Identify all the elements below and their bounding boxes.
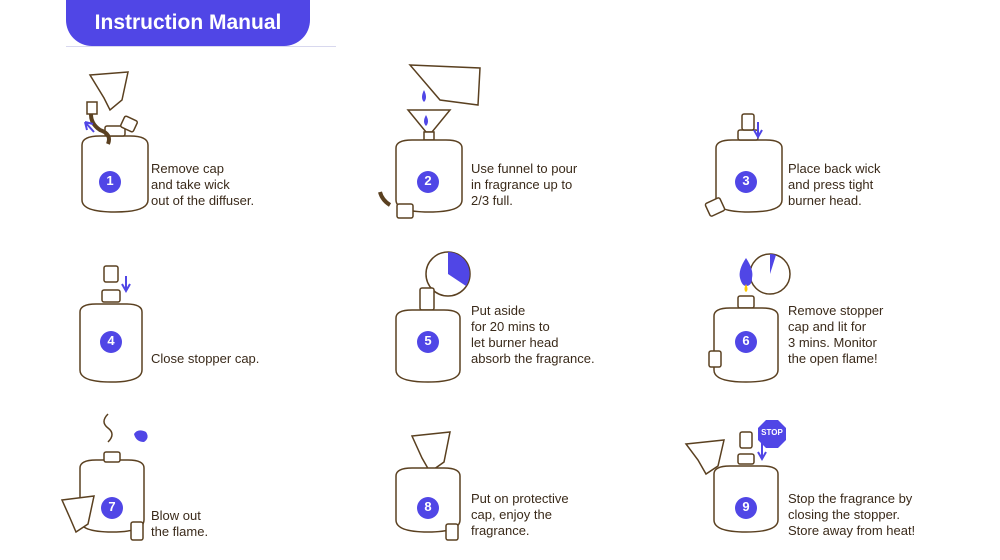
stop-sign-icon — [758, 420, 786, 448]
step-9: STOP 9 Stop the fragrance by closing the… — [680, 400, 980, 550]
step-7: 7 Blow out the flame. — [60, 400, 360, 550]
step-4-number: 4 — [107, 333, 115, 348]
step-5-number: 5 — [424, 333, 432, 348]
step-3-illustration — [704, 113, 783, 217]
step-3-number: 3 — [742, 173, 750, 188]
step-9-number: 9 — [742, 499, 750, 514]
step-7-illustration — [60, 413, 148, 541]
step-3-caption: Place back wick and press tight burner h… — [788, 161, 881, 208]
step-8-illustration — [395, 431, 461, 541]
timer-20-min-icon — [448, 252, 470, 286]
step-9-illustration — [684, 420, 786, 533]
step-6: 6 Remove stopper cap and lit for 3 mins.… — [680, 250, 980, 400]
step-8-caption: Put on protective cap, enjoy the fragran… — [471, 491, 569, 538]
step-7-caption: Blow out the flame. — [151, 508, 209, 539]
step-6-caption: Remove stopper cap and lit for 3 mins. M… — [788, 303, 884, 366]
step-6-number: 6 — [742, 333, 750, 348]
step-2-caption: Use funnel to pour in fragrance up to 2/… — [471, 161, 578, 208]
step-4-illustration — [79, 265, 143, 383]
header-divider — [66, 46, 336, 47]
step-5-caption: Put aside for 20 mins to let burner head… — [471, 303, 595, 366]
step-9-caption: Stop the fragrance by closing the stoppe… — [788, 491, 916, 538]
step-1-number: 1 — [106, 173, 114, 188]
step-2-illustration — [378, 64, 481, 219]
step-8-number: 8 — [424, 499, 432, 514]
step-4: 4 Close stopper cap. — [60, 250, 360, 400]
step-5-illustration — [395, 251, 471, 383]
lips-icon — [134, 430, 148, 442]
step-8: 8 Put on protective cap, enjoy the fragr… — [360, 400, 660, 550]
step-1: 1 Remove cap and take wick out of the di… — [60, 60, 360, 213]
step-5: 5 Put aside for 20 mins to let burner he… — [360, 250, 660, 400]
page-title: Instruction Manual — [66, 0, 310, 46]
step-7-number: 7 — [108, 499, 116, 514]
stop-sign-label: STOP — [761, 428, 783, 437]
step-1-caption: Remove cap and take wick out of the diff… — [151, 161, 255, 208]
step-2-number: 2 — [424, 173, 432, 188]
flame-icon — [739, 258, 753, 286]
step-4-caption: Close stopper cap. — [151, 351, 260, 366]
step-3: 3 Place back wick and press tight burner… — [680, 60, 980, 217]
step-2: 2 Use funnel to pour in fragrance up to … — [360, 60, 660, 219]
step-6-illustration — [708, 253, 791, 383]
step-1-illustration — [81, 71, 149, 213]
